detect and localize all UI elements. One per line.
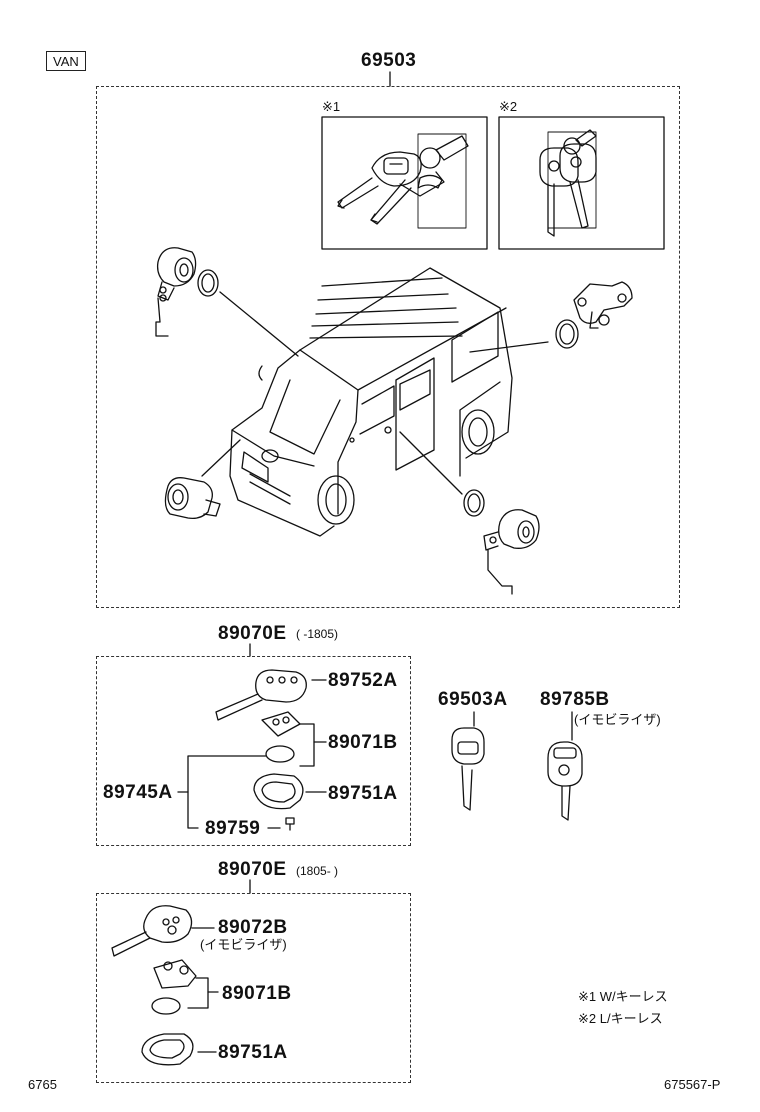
- part-label-89759[interactable]: 89759: [205, 818, 261, 839]
- part-label-89071b[interactable]: 89071B: [328, 732, 398, 753]
- battery-late-icon: [151, 997, 181, 1015]
- remote-key-89752a-icon: [215, 669, 307, 721]
- van-illustration: [229, 267, 513, 537]
- part-label-89751a[interactable]: 89751A: [328, 783, 398, 804]
- remote-case-89071b-late-icon: [153, 959, 197, 989]
- ignition-lock-cylinder-icon: [164, 477, 221, 520]
- right-door-lock-cylinder-icon: [483, 509, 540, 595]
- part-label-69503a[interactable]: 69503A: [438, 689, 508, 710]
- keyless-key-set-icon: [337, 133, 469, 229]
- legend-note1: ※1 W/キーレス: [578, 990, 668, 1003]
- part-label-89071b-late[interactable]: 89071B: [222, 983, 292, 1004]
- variant-tag: VAN: [46, 51, 86, 71]
- battery-89745a-icon: [265, 745, 295, 763]
- legend-note1-mark: ※1: [578, 989, 597, 1004]
- part-label-89751a-late[interactable]: 89751A: [218, 1042, 288, 1063]
- part-note-89785b: (イモビライザ): [574, 712, 661, 727]
- back-door-lock-icon: [573, 281, 633, 329]
- legend-note2-mark: ※2: [578, 1011, 597, 1026]
- remote-set-late-part-no[interactable]: 89070E: [218, 859, 287, 880]
- back-door-seal-ring-icon: [555, 319, 579, 349]
- remote-key-89072b-icon: [111, 905, 193, 957]
- legend-note1-text: W/キーレス: [599, 989, 668, 1004]
- main-assembly-part-no[interactable]: 69503: [361, 50, 417, 71]
- left-door-lock-cylinder-icon: [155, 247, 197, 337]
- part-label-89072b[interactable]: 89072B: [218, 917, 288, 938]
- remote-cover-89751a-icon: [253, 773, 304, 810]
- part-label-89785b[interactable]: 89785B: [540, 689, 610, 710]
- part-note-89072b: (イモビライザ): [200, 937, 287, 952]
- legend-note2: ※2 L/キーレス: [578, 1012, 663, 1025]
- part-label-89752a[interactable]: 89752A: [328, 670, 398, 691]
- right-door-seal-ring-icon: [463, 489, 485, 517]
- remote-set-early-box: [96, 656, 411, 846]
- part-label-89745a[interactable]: 89745A: [103, 782, 173, 803]
- footer-right-code: 675567-P: [664, 1077, 721, 1092]
- remote-cover-89751a-late-icon: [141, 1033, 194, 1066]
- remote-set-early-part-no[interactable]: 89070E: [218, 623, 287, 644]
- key-89785b-icon: [547, 741, 583, 821]
- remote-set-early-date-range: ( -1805): [296, 627, 339, 641]
- note1-mark: ※1: [322, 99, 341, 114]
- legend-note2-text: L/キーレス: [599, 1011, 663, 1026]
- note2-mark: ※2: [499, 99, 518, 114]
- footer-left-code: 6765: [28, 1077, 57, 1092]
- key-69503a-icon: [451, 727, 485, 811]
- remote-set-late-date-range: (1805- ): [296, 864, 339, 878]
- left-door-seal-ring-icon: [197, 269, 219, 297]
- note2-key-box: [498, 116, 665, 250]
- note1-key-box: [321, 116, 488, 250]
- screw-89759-icon: [285, 817, 295, 831]
- main-assembly-box: [96, 86, 680, 608]
- remote-set-late-box: [96, 893, 411, 1083]
- standard-key-set-icon: [539, 129, 597, 237]
